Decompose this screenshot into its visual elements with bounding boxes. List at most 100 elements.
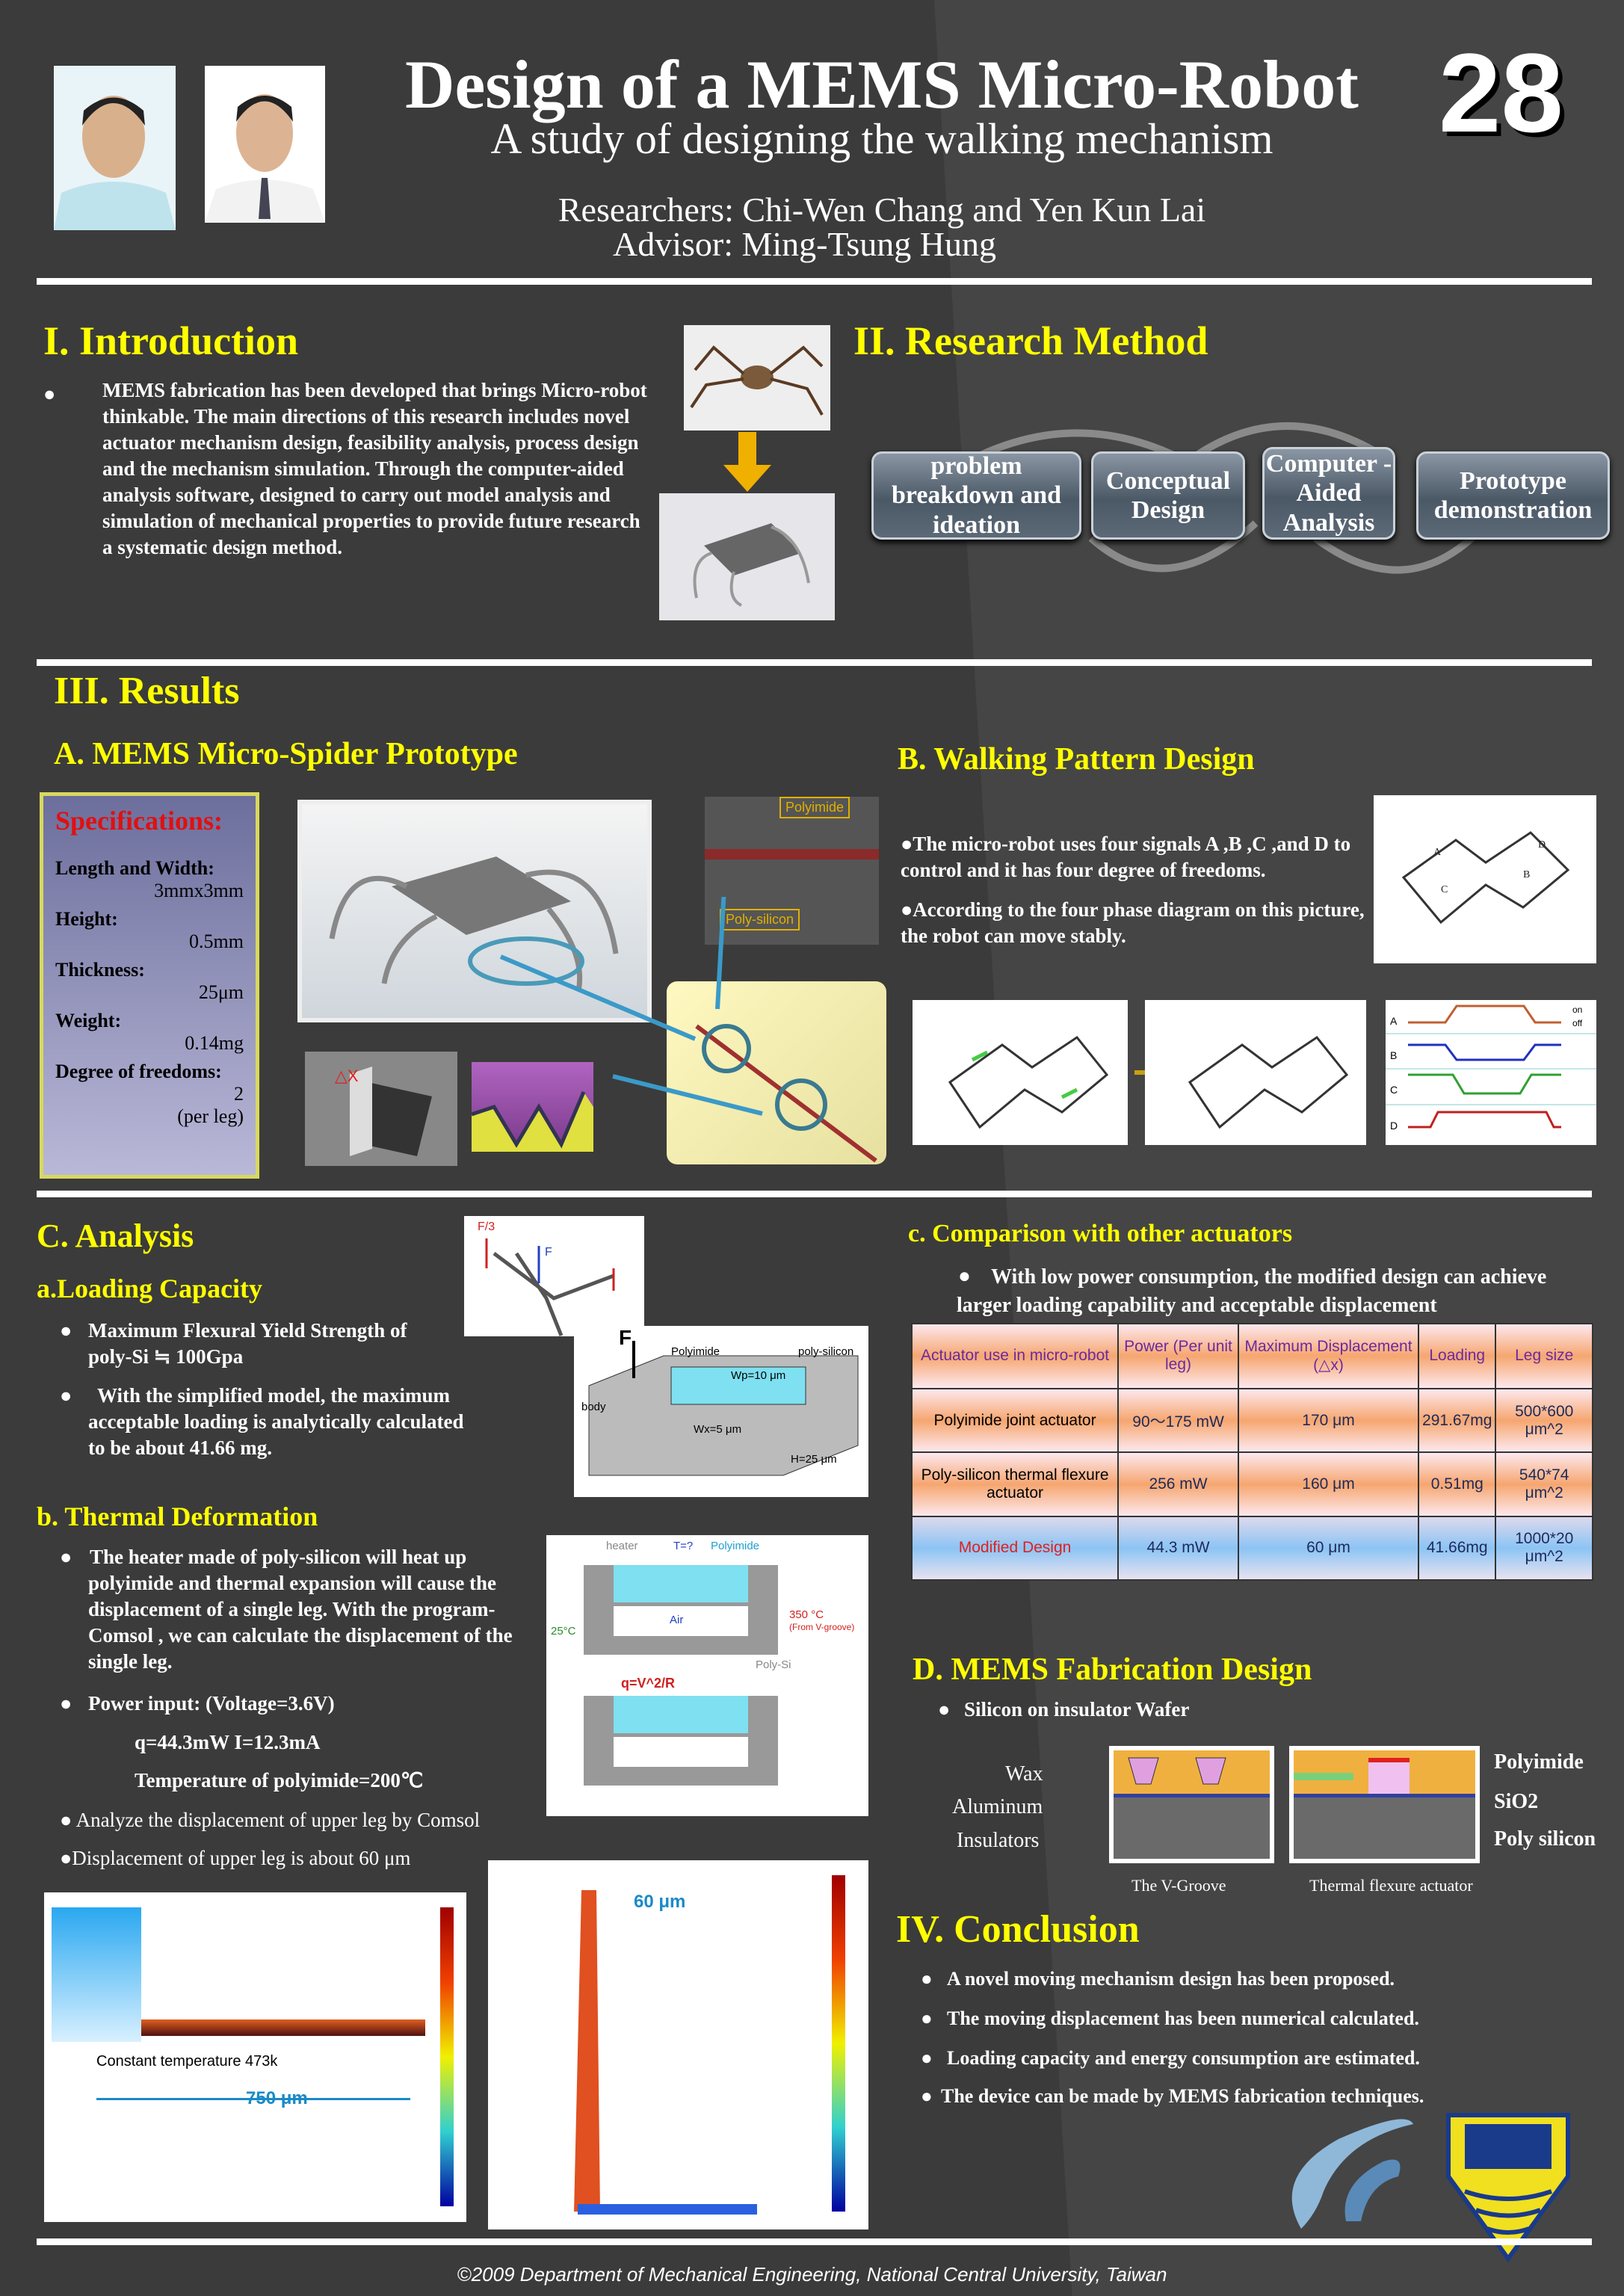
heater-label: heater [606, 1540, 638, 1552]
divider [37, 278, 1592, 285]
poster-title: Design of a MEMS Micro-Robot [405, 46, 1359, 123]
poster-subtitle: A study of designing the walking mechani… [490, 114, 1273, 163]
spider-photo [684, 325, 830, 430]
polyimide-label: Polyimide [1494, 1750, 1584, 1774]
bullet: ● [60, 1384, 72, 1407]
column-header: Leg size [1495, 1323, 1593, 1389]
spec-label: Degree of freedoms: [55, 1061, 222, 1082]
robot-render [659, 493, 835, 620]
prototype-heading: A. MEMS Micro-Spider Prototype [54, 737, 518, 771]
aluminum-label: Aluminum [952, 1795, 1043, 1818]
conclusion-heading: IV. Conclusion [896, 1908, 1140, 1951]
signal-label: A [1390, 1015, 1398, 1027]
width-label: Wx=5 μm [694, 1423, 742, 1436]
displacement-text: ●Displacement of upper leg is about 60 μ… [60, 1847, 411, 1869]
cold-label: 25°C [551, 1625, 576, 1638]
prototype-render [297, 800, 652, 1022]
leg-model-diagram: F body Polyimide poly-silicon Wp=10 μm W… [574, 1326, 868, 1497]
body-label: body [581, 1401, 606, 1413]
spec-label: Thickness: [55, 959, 145, 981]
researcher-photo-1 [54, 66, 176, 230]
bullet: ● [938, 1698, 951, 1721]
comparison-text: With low power consumption, the modified… [957, 1265, 1547, 1317]
researchers: Researchers: Chi-Wen Chang and Yen Kun L… [558, 191, 1206, 229]
polysilicon-label: Poly silicon [1494, 1827, 1596, 1851]
polyimide-label: Polyimide [671, 1345, 720, 1358]
vgroove-cross-section [1109, 1746, 1274, 1863]
table-cell: Polyimide joint actuator [910, 1387, 1120, 1454]
free-body-diagram: F/3 F [464, 1216, 644, 1336]
leg-zoom-render [667, 981, 886, 1164]
svg-text:D: D [1538, 839, 1546, 851]
current-values: q=44.3mW I=12.3mA [135, 1731, 321, 1753]
on-label: on [1572, 1004, 1583, 1015]
table-cell: 500*600 μm^2 [1495, 1387, 1593, 1454]
simulation-result-2: 60 μm [488, 1860, 868, 2229]
simulation-result-1: Constant temperature 473k 750 μm [44, 1892, 466, 2222]
poster-number: 28 [1439, 30, 1563, 155]
footer-copyright: ©2009 Department of Mechanical Engineeri… [457, 2263, 1167, 2286]
university-emblem [1446, 2113, 1570, 2263]
walking-phase-1 [913, 1000, 1128, 1145]
spec-value: 25μm [198, 981, 244, 1003]
loading-bullet-1: Maximum Flexural Yield Strength of poly-… [88, 1319, 407, 1368]
loading-heading: a.Loading Capacity [37, 1274, 263, 1303]
off-label: off [1572, 1018, 1583, 1028]
power-input: Power input: (Voltage=3.6V) [88, 1692, 335, 1715]
width-label: Wp=10 μm [731, 1369, 786, 1382]
thermal-text: The heater made of poly-silicon will hea… [88, 1546, 513, 1673]
height-label: H=25 μm [791, 1453, 837, 1466]
table-cell: 170 μm [1237, 1387, 1420, 1454]
dx-label: △X [335, 1067, 359, 1085]
advisor: Advisor: Ming-Tsung Hung [613, 225, 997, 263]
analyze-text: ● Analyze the displacement of upper leg … [60, 1809, 481, 1831]
arrow-down-icon [738, 432, 756, 469]
bullet: ● [921, 1968, 933, 1990]
researcher-photo-2 [205, 66, 325, 223]
hot-label: 350 °C [789, 1608, 824, 1621]
arrow-head [723, 465, 771, 492]
comparison-heading: c. Comparison with other actuators [908, 1220, 1293, 1247]
step-conceptual-design: Conceptual Design [1091, 451, 1245, 540]
divider [37, 1191, 1592, 1197]
table-cell: Modified Design [910, 1515, 1120, 1581]
loading-bullet-2: With the simplified model, the maximum a… [88, 1384, 464, 1459]
polyimide-label: Polyimide [779, 797, 850, 818]
table-cell: 41.66mg [1418, 1515, 1497, 1581]
table-cell: 540*74 μm^2 [1495, 1451, 1593, 1517]
displacement-label: 60 μm [634, 1892, 686, 1912]
specifications-box: Specifications: Length and Width:3mmx3mm… [40, 792, 259, 1179]
force-label: F [619, 1326, 632, 1349]
air-label: Air [670, 1614, 684, 1626]
spec-label: Weight: [55, 1010, 122, 1031]
spec-label: Length and Width: [55, 857, 214, 879]
fabrication-heading: D. MEMS Fabrication Design [913, 1652, 1312, 1687]
signal-label: B [1390, 1049, 1398, 1061]
polysilicon-label: poly-silicon [798, 1345, 854, 1358]
conclusion-item: The moving displacement has been numeric… [947, 2008, 1419, 2029]
lab-logo [1291, 2119, 1413, 2229]
svg-text:B: B [1523, 869, 1530, 880]
thermal-model-diagram: heater T=? Polyimide 350 °C (From V-groo… [546, 1535, 868, 1816]
table-cell: 44.3 mW [1117, 1515, 1239, 1581]
bullet: ● [958, 1265, 971, 1288]
constant-temp-label: Constant temperature 473k [96, 2053, 278, 2070]
specs-title: Specifications: [55, 806, 223, 836]
table-cell: 0.51mg [1418, 1451, 1497, 1517]
bullet: ● [43, 383, 56, 405]
column-header: Maximum Displacement (△x) [1237, 1323, 1420, 1389]
results-heading: III. Results [54, 670, 240, 712]
spec-value: 0.5mm [189, 931, 244, 952]
signal-label: C [1390, 1084, 1398, 1096]
step-prototype-demo: Prototype demonstration [1416, 451, 1610, 540]
callout-arrows [499, 897, 763, 1116]
bullet: ● [60, 1692, 72, 1715]
cross-section-inset: Polyimide Poly-silicon [705, 797, 879, 945]
table-cell: 291.67mg [1418, 1387, 1497, 1454]
spec-label: Height: [55, 908, 118, 930]
thermal-heading: b. Thermal Deformation [37, 1502, 318, 1531]
intro-text: MEMS fabrication has been developed that… [102, 379, 647, 558]
walking-text-1: ●The micro-robot uses four signals A ,B … [901, 833, 1351, 881]
